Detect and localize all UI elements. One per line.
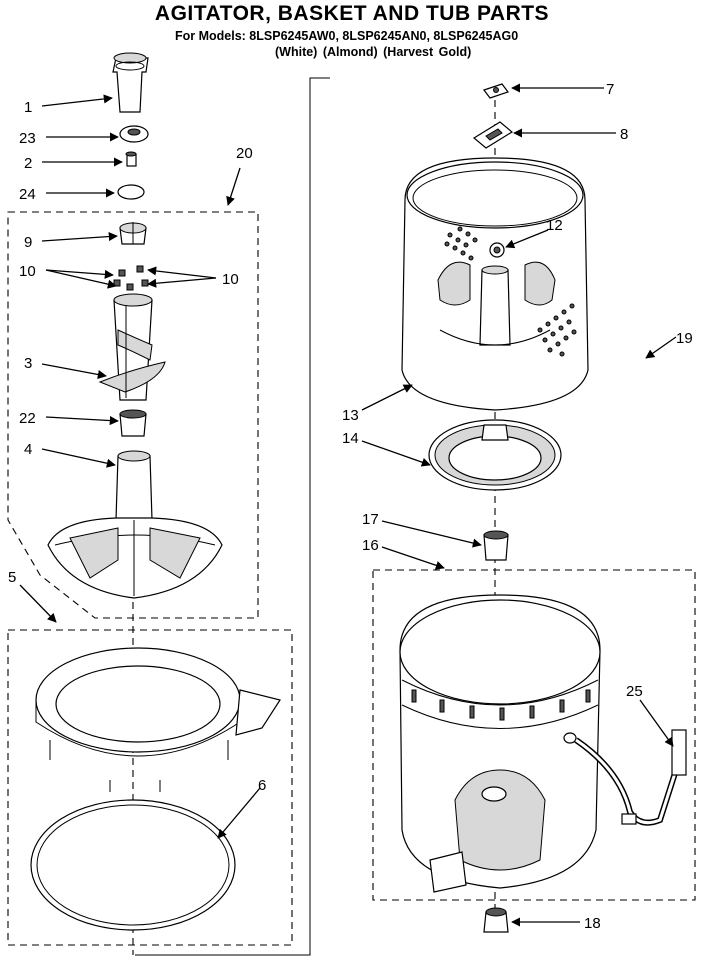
callout-3: 3 xyxy=(24,355,32,372)
model-numbers: For Models: 8LSP6245AW0, 8LSP6245AN0, 8L… xyxy=(175,29,519,43)
callout-25: 25 xyxy=(626,683,643,700)
callout-23: 23 xyxy=(19,130,36,147)
part-16-outer-tub xyxy=(399,594,601,893)
part-14-balance-ring xyxy=(428,419,562,491)
callout-1: 1 xyxy=(24,99,32,116)
callout-18: 18 xyxy=(584,915,601,932)
part-12-nut xyxy=(489,242,505,258)
callout-2: 2 xyxy=(24,155,32,172)
callout-6: 6 xyxy=(258,777,266,794)
part-9-agitator-cam xyxy=(119,222,147,245)
diagram-title: AGITATOR, BASKET AND TUB PARTS xyxy=(154,2,550,25)
callout-8: 8 xyxy=(620,126,628,143)
part-6-seal-ring xyxy=(30,799,236,931)
part-23-cap xyxy=(119,125,149,143)
callout-22: 22 xyxy=(19,410,36,427)
callout-5: 5 xyxy=(8,569,16,586)
part-7-clip xyxy=(483,83,509,99)
part-17-bushing xyxy=(483,530,509,561)
part-18-drain-plug xyxy=(483,907,509,933)
callout-10-right: 10 xyxy=(222,271,239,288)
callout-20: 20 xyxy=(236,145,253,162)
color-variants: (White) (Almond) (Harvest Gold) xyxy=(275,45,472,59)
part-5-tub-ring xyxy=(35,647,281,792)
part-24-o-ring xyxy=(117,184,145,200)
basket-holes-left xyxy=(444,226,478,261)
part-22-drive-block xyxy=(119,409,147,437)
leader-lines xyxy=(19,83,677,927)
part-3-agitator-barrel xyxy=(98,293,166,401)
part-1-dispenser xyxy=(112,52,149,113)
callout-labels: 1 23 2 24 20 9 10 10 3 22 4 5 6 7 8 12 1… xyxy=(8,81,693,932)
right-axis-connector xyxy=(135,77,330,956)
part-2-bolt xyxy=(125,151,137,167)
callout-7: 7 xyxy=(606,81,614,98)
callout-17: 17 xyxy=(362,511,379,528)
part-4-agitator-base xyxy=(47,450,223,599)
basket-holes-right xyxy=(537,303,577,357)
part-8-bracket xyxy=(472,121,514,149)
callout-10-left: 10 xyxy=(19,263,36,280)
callout-24: 24 xyxy=(19,186,36,203)
callout-19: 19 xyxy=(676,330,693,347)
part-25-hose-assembly xyxy=(563,729,687,826)
callout-14: 14 xyxy=(342,430,359,447)
callout-16: 16 xyxy=(362,537,379,554)
callout-12: 12 xyxy=(546,217,563,234)
callout-13: 13 xyxy=(342,407,359,424)
assembly-20-boundary xyxy=(7,211,259,619)
callout-4: 4 xyxy=(24,441,32,458)
callout-9: 9 xyxy=(24,234,32,251)
part-10-dogs xyxy=(113,265,149,291)
part-19-hose xyxy=(622,271,650,446)
assembly-16-boundary xyxy=(372,569,696,901)
part-13-basket xyxy=(401,157,589,411)
tub-top-tabs xyxy=(411,689,591,721)
